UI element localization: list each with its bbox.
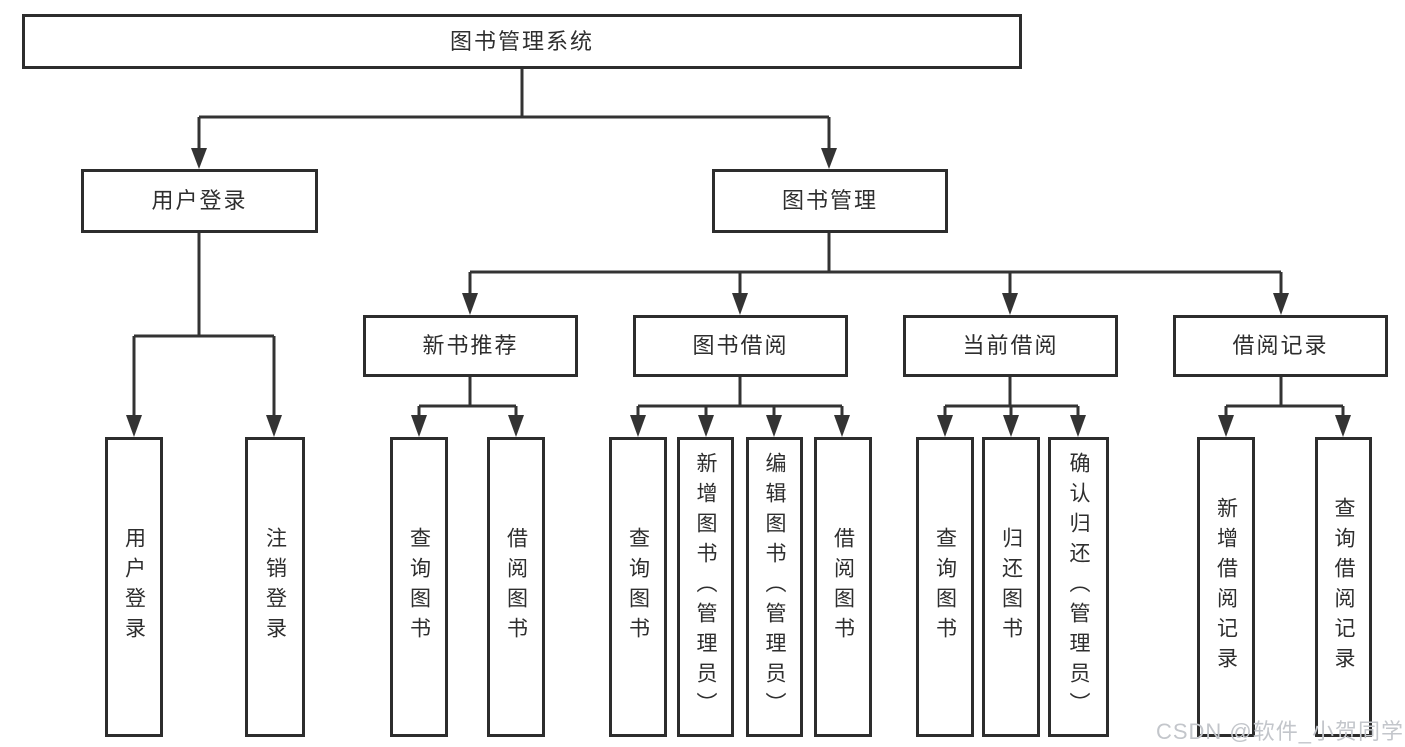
- node-user-login: 用户登录: [81, 169, 318, 233]
- leaf-confirm-return-admin: 确认归还（管理员）: [1048, 437, 1109, 737]
- node-new-book-recommend: 新书推荐: [363, 315, 578, 377]
- node-current-borrow: 当前借阅: [903, 315, 1118, 377]
- node-library-management-system: 图书管理系统: [22, 14, 1022, 69]
- csdn-watermark: CSDN @软件_小贺同学: [1155, 719, 1404, 744]
- node-borrow-record: 借阅记录: [1173, 315, 1388, 377]
- leaf-add-book-admin: 新增图书（管理员）: [677, 437, 734, 737]
- leaf-borrow-books-recommend: 借阅图书: [487, 437, 545, 737]
- leaf-query-books-borrow: 查询图书: [609, 437, 667, 737]
- leaf-borrow-books: 借阅图书: [814, 437, 872, 737]
- leaf-return-books: 归还图书: [982, 437, 1040, 737]
- leaf-logout: 注销登录: [245, 437, 305, 737]
- node-book-management: 图书管理: [712, 169, 948, 233]
- node-book-borrow: 图书借阅: [633, 315, 848, 377]
- leaf-query-books-recommend: 查询图书: [390, 437, 448, 737]
- leaf-query-borrow-record: 查询借阅记录: [1315, 437, 1372, 737]
- leaf-add-borrow-record: 新增借阅记录: [1197, 437, 1255, 737]
- leaf-query-books-current: 查询图书: [916, 437, 974, 737]
- leaf-user-login: 用户登录: [105, 437, 163, 737]
- leaf-edit-book-admin: 编辑图书（管理员）: [746, 437, 803, 737]
